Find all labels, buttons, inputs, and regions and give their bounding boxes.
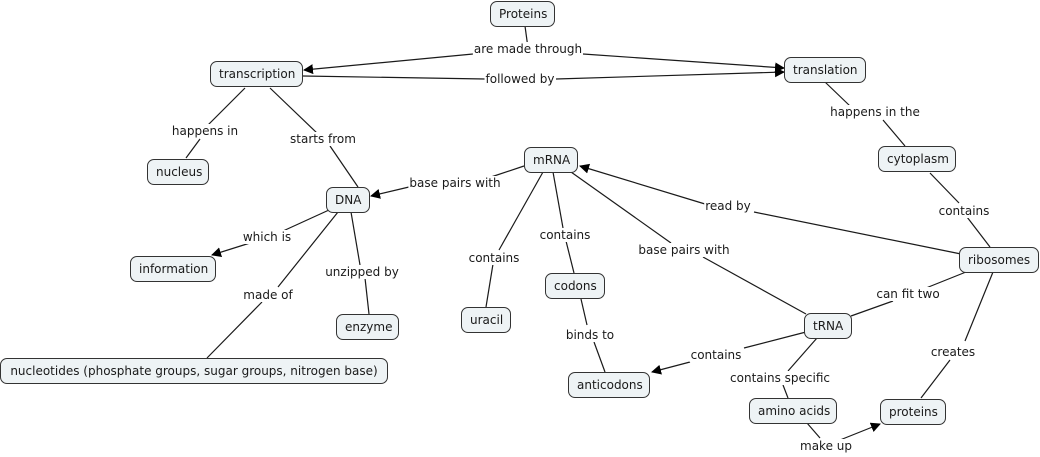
link-happens-in-the[interactable]: happens in the <box>829 105 921 119</box>
link-binds-to[interactable]: binds to <box>564 328 616 342</box>
concept-dna[interactable]: DNA <box>326 187 370 213</box>
link-base-pairs-with-dna[interactable]: base pairs with <box>408 176 502 190</box>
line-fb-translation <box>555 67 785 80</box>
link-read-by[interactable]: read by <box>704 199 752 213</box>
concept-nucleotides[interactable]: nucleotides (phosphate groups, sugar gro… <box>0 358 388 384</box>
line-ribo-rb <box>753 211 962 255</box>
concept-anticodons[interactable]: anticodons <box>568 372 650 398</box>
concept-nucleus[interactable]: nucleus <box>147 159 209 185</box>
concept-ribosomes[interactable]: ribosomes <box>959 247 1039 273</box>
line-ribo-cr <box>964 271 994 342</box>
line-hit-cyto <box>882 119 906 147</box>
line-cod-bt <box>580 298 588 326</box>
line-ub-enz <box>364 277 370 315</box>
concept-transcription[interactable]: transcription <box>210 61 303 87</box>
concept-enzyme[interactable]: enzyme <box>336 314 399 340</box>
line-rb-mrna <box>579 163 706 205</box>
line-aa-mu <box>806 422 821 439</box>
concept-codons[interactable]: codons <box>545 273 605 299</box>
link-made-of[interactable]: made of <box>242 288 294 302</box>
concept-amino-acids[interactable]: amino acids <box>749 398 837 424</box>
line-mrna-cc <box>552 171 564 229</box>
link-contains-anticodons[interactable]: contains <box>689 348 743 362</box>
line-amt-transcription <box>303 53 474 75</box>
concept-trna[interactable]: tRNA <box>804 313 852 339</box>
line-wi-info <box>211 242 251 258</box>
line-cft-trna <box>850 300 894 317</box>
concept-mrna[interactable]: mRNA <box>524 147 578 173</box>
concept-translation[interactable]: translation <box>784 57 866 83</box>
link-are-made-through[interactable]: are made through <box>472 42 584 56</box>
line-ca-anti <box>651 361 691 375</box>
link-unzipped-by[interactable]: unzipped by <box>324 265 400 279</box>
line-mu-prot <box>839 422 881 441</box>
line-tr-sf <box>269 87 319 135</box>
link-base-pairs-with-trna[interactable]: base pairs with <box>637 243 731 257</box>
link-contains-codons[interactable]: contains <box>538 228 592 242</box>
line-bpw2-trna <box>702 256 807 315</box>
link-creates[interactable]: creates <box>929 345 977 359</box>
concept-proteins-bottom[interactable]: proteins <box>880 399 946 425</box>
line-cr-ribo <box>966 216 991 248</box>
line-ribo-cft <box>925 271 967 289</box>
link-which-is[interactable]: which is <box>241 230 293 244</box>
line-cu-uracil <box>485 263 494 308</box>
link-contains-specific[interactable]: contains specific <box>729 371 831 385</box>
line-trans-fb <box>302 75 486 80</box>
line-tr-hi <box>207 87 246 126</box>
concept-information[interactable]: information <box>130 256 216 282</box>
line-dna-mo <box>277 211 339 288</box>
line-bt-anti <box>593 341 606 373</box>
line-mrna-bpw <box>490 165 525 178</box>
line-cyto-cr <box>929 172 960 204</box>
line-cr-prot <box>920 359 951 399</box>
concept-uracil[interactable]: uracil <box>461 307 511 333</box>
line-mrna-cu <box>498 171 544 251</box>
concept-cytoplasm[interactable]: cytoplasm <box>878 146 956 172</box>
link-happens-in[interactable]: happens in <box>170 124 240 138</box>
line-dna-wi <box>282 209 330 232</box>
line-hi-nucleus <box>185 138 201 159</box>
line-cc-codons <box>565 240 575 274</box>
link-can-fit-two[interactable]: can fit two <box>875 287 941 301</box>
line-tl-hit <box>824 81 851 107</box>
concept-proteins-top[interactable]: Proteins <box>490 1 555 27</box>
line-dna-ub <box>350 211 361 266</box>
link-followed-by[interactable]: followed by <box>484 72 556 86</box>
link-starts-from[interactable]: starts from <box>289 132 357 146</box>
line-mrna-bpw2 <box>570 171 672 244</box>
line-sf-dna <box>329 145 359 188</box>
line-bpw-dna <box>370 186 410 199</box>
line-trna-cs <box>787 337 818 372</box>
link-contains-uracil[interactable]: contains <box>467 251 521 265</box>
line-cs-aa <box>782 384 789 399</box>
line-mo-nuc <box>206 301 263 359</box>
link-make-up[interactable]: make up <box>799 439 853 453</box>
line-amt-translation <box>582 53 785 73</box>
link-contains-ribosomes[interactable]: contains <box>937 204 991 218</box>
line-trna-ca <box>743 331 807 349</box>
